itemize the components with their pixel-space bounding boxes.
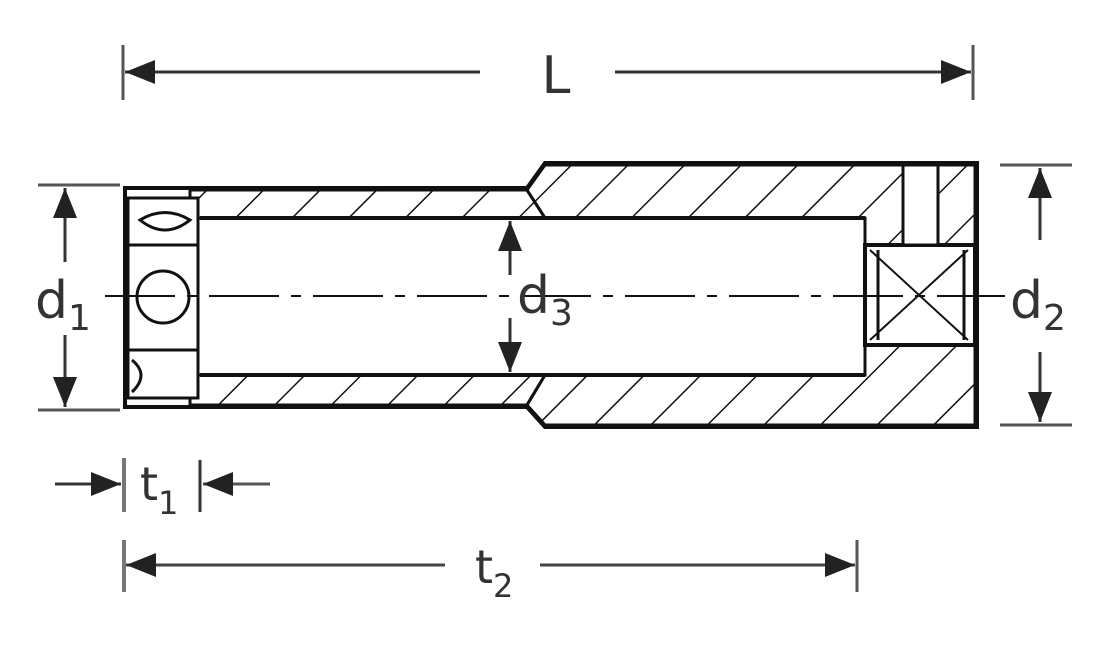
outer-contour: [123, 161, 979, 429]
label-d1: d1: [35, 271, 91, 339]
label-d2: d2: [1010, 271, 1066, 339]
socket-body: [105, 161, 1005, 429]
dimension-t2: t2: [122, 540, 859, 605]
dimension-L: L: [121, 45, 975, 106]
label-t1: t1: [140, 457, 178, 522]
label-L: L: [542, 46, 571, 106]
dimension-d3: d3: [498, 221, 573, 372]
dimension-d1: d1: [35, 183, 120, 412]
top-wall-front: [188, 188, 548, 220]
dimension-d2: d2: [1000, 163, 1072, 427]
bottom-wall-rear: [525, 343, 977, 427]
bottom-wall-front: [188, 373, 548, 407]
label-t2: t2: [475, 540, 513, 605]
hex-opening: [126, 196, 200, 400]
dimension-t1: t1: [55, 457, 270, 522]
label-d3: d3: [517, 266, 573, 334]
